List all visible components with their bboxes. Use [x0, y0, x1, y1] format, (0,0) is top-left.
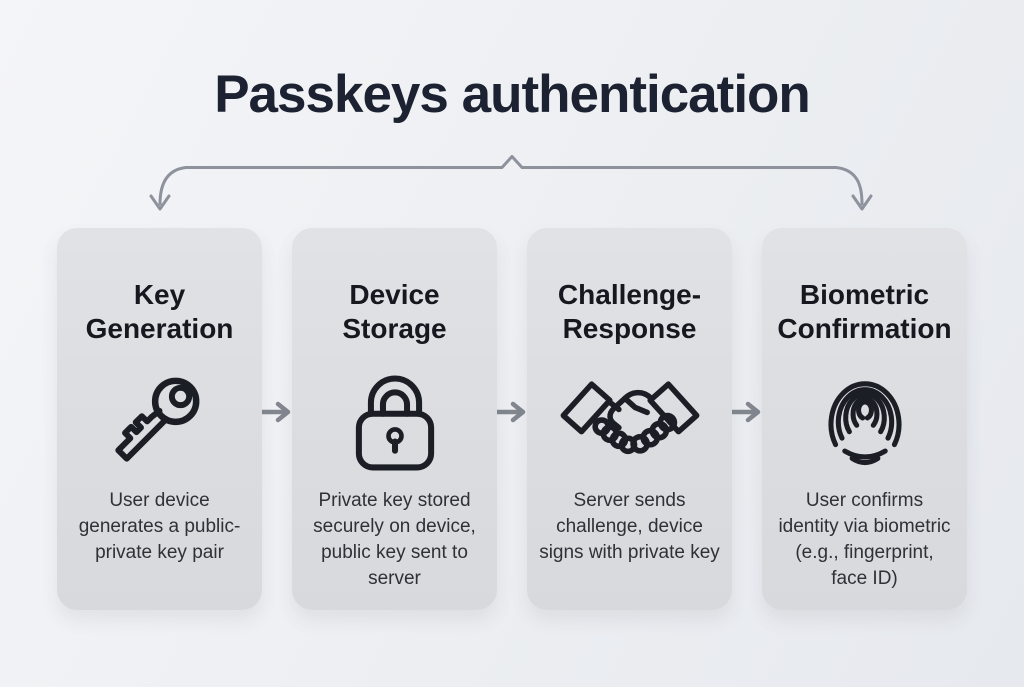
step-card-device-storage: Device Storage Private key stored secure… — [292, 228, 497, 610]
step-title: Device Storage — [342, 279, 447, 344]
step-title: Challenge- Response — [557, 279, 702, 344]
key-icon — [114, 377, 199, 462]
step-title: Biometric Confirmation — [777, 279, 952, 344]
step-description: Private key stored securely on device, p… — [313, 489, 476, 589]
arrow-down-icon — [149, 194, 171, 211]
arrow-right-icon — [256, 401, 291, 423]
steps-row: Key Generation User device generates a p… — [57, 228, 967, 610]
handshake-icon — [560, 381, 699, 455]
lock-icon — [355, 375, 434, 471]
step-description: Server sends challenge, device signs wit… — [539, 489, 720, 563]
step-title: Key Generation — [85, 279, 234, 344]
step-card-key-generation: Key Generation User device generates a p… — [57, 228, 262, 610]
arrow-right-icon — [726, 401, 761, 423]
page-title: Passkeys authentication — [214, 65, 811, 124]
step-card-challenge-response: Challenge- Response — [527, 228, 732, 610]
arrow-down-icon — [851, 194, 873, 211]
fingerprint-icon — [827, 381, 902, 465]
arrow-right-icon — [491, 401, 526, 423]
step-description: User confirms identity via biometric (e.… — [778, 489, 951, 589]
step-card-biometric-confirmation: Biometric Confirmation User confirms ide… — [762, 228, 967, 610]
step-description: User device generates a public- private … — [78, 489, 241, 563]
